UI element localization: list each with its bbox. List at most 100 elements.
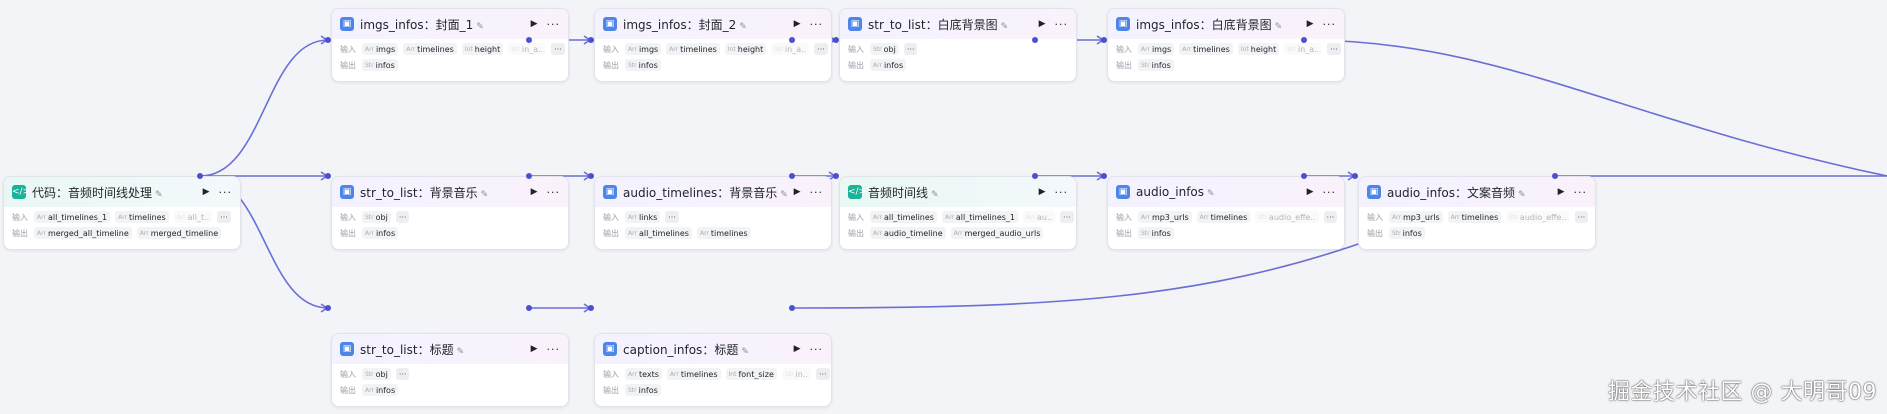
run-icon[interactable]: ▶ (202, 187, 210, 197)
more-params-icon[interactable]: ··· (815, 368, 830, 380)
more-icon[interactable]: ··· (809, 342, 823, 356)
run-icon[interactable]: ▶ (1306, 187, 1314, 197)
param-name: audio_effe.. (1519, 212, 1567, 222)
more-params-icon[interactable]: ··· (551, 43, 565, 55)
connection-port[interactable] (526, 173, 532, 179)
run-icon[interactable]: ▶ (1557, 187, 1565, 197)
code-icon: </> (12, 185, 31, 199)
connection-port[interactable] (588, 173, 594, 179)
edit-icon[interactable]: ✎ (741, 346, 749, 357)
more-params-icon[interactable]: ··· (395, 368, 410, 380)
param-type: Arr (176, 213, 186, 221)
more-icon[interactable]: ··· (809, 17, 823, 31)
more-icon[interactable]: ··· (1322, 185, 1336, 199)
node-title: audio_timelines：背景音乐✎ (623, 184, 788, 201)
connection-port[interactable] (325, 305, 331, 311)
edit-icon[interactable]: ✎ (739, 21, 747, 32)
run-icon[interactable]: ▶ (1038, 187, 1046, 197)
more-icon[interactable]: ··· (1054, 17, 1068, 31)
watermark: 掘金技术社区 @ 大明哥09 (1608, 380, 1877, 405)
connection-port[interactable] (1032, 173, 1038, 179)
edit-icon[interactable]: ✎ (1518, 189, 1526, 200)
run-icon[interactable]: ▶ (1306, 19, 1314, 29)
more-params-icon[interactable]: ··· (903, 43, 918, 55)
more-icon[interactable]: ··· (218, 185, 232, 199)
more-icon[interactable]: ··· (1573, 185, 1587, 199)
run-icon[interactable]: ▶ (530, 19, 538, 29)
more-icon[interactable]: ··· (1322, 17, 1336, 31)
connection-port[interactable] (833, 37, 839, 43)
connection-port[interactable] (1032, 37, 1038, 43)
more-params-icon[interactable]: ··· (1060, 211, 1074, 223)
run-icon[interactable]: ▶ (793, 187, 801, 197)
more-icon[interactable]: ··· (546, 17, 560, 31)
run-icon[interactable]: ▶ (1038, 19, 1046, 29)
connection-port[interactable] (789, 173, 795, 179)
connection-port[interactable] (833, 173, 839, 179)
edit-icon[interactable]: ✎ (1274, 21, 1283, 32)
connection-port[interactable] (1552, 173, 1558, 179)
run-icon[interactable]: ▶ (793, 344, 801, 354)
more-params-icon[interactable]: ··· (217, 211, 231, 223)
more-icon[interactable]: ··· (546, 342, 560, 356)
edit-icon[interactable]: ✎ (1207, 189, 1215, 199)
run-icon[interactable]: ▶ (530, 187, 538, 197)
edit-icon[interactable]: ✎ (780, 189, 788, 200)
connection-port[interactable] (526, 305, 532, 311)
more-icon[interactable]: ··· (546, 185, 560, 199)
more-params-icon[interactable]: ··· (814, 43, 828, 55)
connection-port[interactable] (1101, 37, 1107, 43)
param-name: merged_timeline (150, 228, 219, 238)
more-params-icon[interactable]: ··· (1574, 211, 1589, 223)
param-type: Arr (406, 45, 416, 53)
connection-port[interactable] (588, 37, 594, 43)
input-label: 输入 (340, 212, 356, 222)
more-params-icon[interactable]: ··· (1323, 211, 1338, 223)
param-type: Arr (37, 229, 46, 237)
connection-port[interactable] (1101, 173, 1107, 179)
edit-icon[interactable]: ✎ (480, 189, 489, 200)
more-icon[interactable]: ··· (1054, 185, 1068, 199)
run-icon[interactable]: ▶ (530, 344, 538, 354)
more-params-icon[interactable]: ··· (395, 211, 410, 223)
run-icon[interactable]: ▶ (793, 19, 801, 29)
connection-port[interactable] (588, 305, 594, 311)
edit-icon[interactable]: ✎ (456, 346, 465, 357)
edit-icon[interactable]: ✎ (155, 189, 163, 200)
more-params-icon[interactable]: ··· (1327, 43, 1341, 55)
connection-port[interactable] (1301, 37, 1307, 43)
more-params-icon[interactable]: ··· (665, 211, 679, 223)
input-label: 输入 (603, 212, 619, 222)
connection-port[interactable] (325, 37, 331, 43)
connection-port[interactable] (325, 173, 331, 179)
connection-port[interactable] (1301, 173, 1307, 179)
edit-icon[interactable]: ✎ (1000, 21, 1009, 32)
connection-port[interactable] (1352, 173, 1358, 179)
edit-icon[interactable]: ✎ (931, 189, 939, 200)
edit-icon[interactable]: ✎ (476, 21, 484, 32)
connection-port[interactable] (789, 305, 795, 311)
connection-port[interactable] (789, 37, 795, 43)
more-icon[interactable]: ··· (809, 185, 823, 199)
connection-port[interactable] (197, 173, 203, 179)
connection-port[interactable] (526, 37, 532, 43)
